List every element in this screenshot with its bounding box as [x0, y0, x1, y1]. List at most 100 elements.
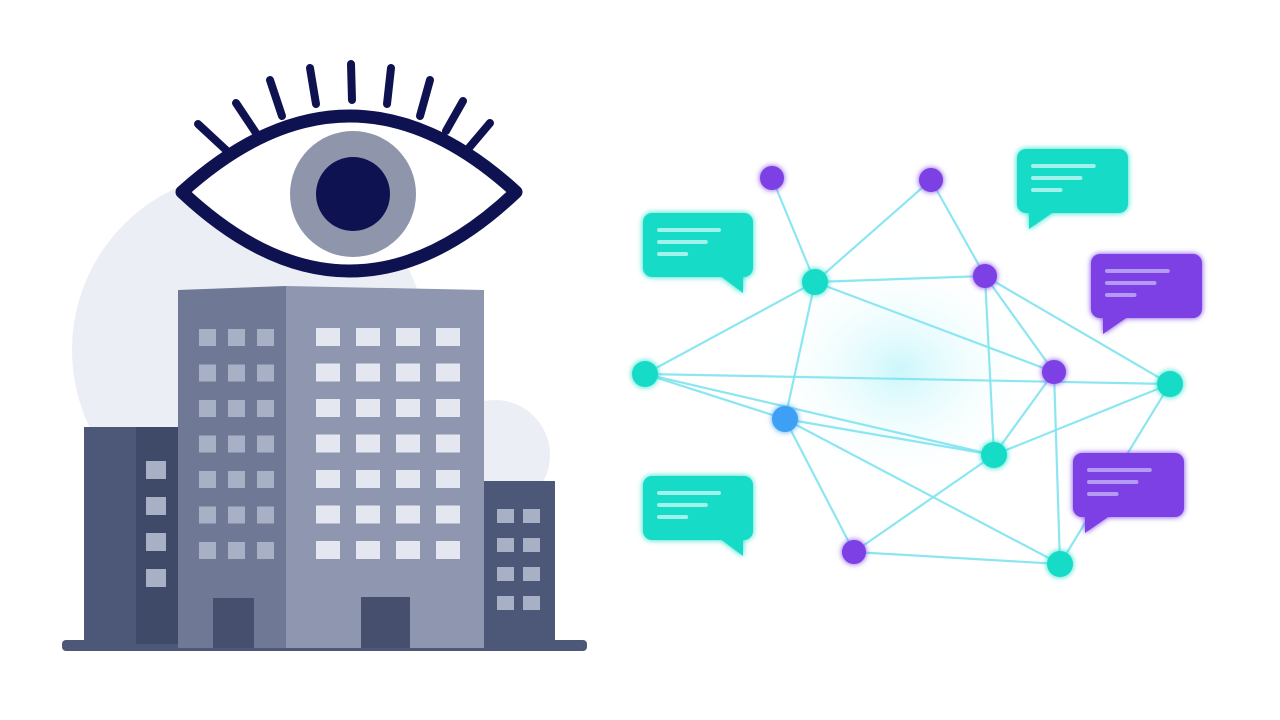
- building-window: [396, 505, 420, 524]
- building-window: [396, 470, 420, 488]
- chat-bubble-body: [1073, 453, 1184, 517]
- network-edge: [770, 177, 817, 283]
- eye-pupil: [316, 157, 390, 231]
- building-window: [199, 542, 216, 559]
- chat-bubble-tail: [1085, 515, 1111, 533]
- network-edge: [784, 417, 995, 457]
- eyelash: [266, 76, 286, 120]
- network-node: [632, 361, 658, 387]
- network-node: [1047, 551, 1073, 577]
- building-right-windows: [497, 509, 540, 610]
- chat-bubbles: [643, 149, 1202, 556]
- eyelash: [416, 76, 434, 120]
- building-window: [257, 329, 274, 346]
- chat-bubble-icon: [1017, 149, 1128, 229]
- building-window: [228, 506, 245, 524]
- building-left-windows: [146, 461, 166, 587]
- building-window: [396, 541, 420, 559]
- chat-bubble-text-line: [657, 491, 721, 495]
- chat-bubble-text-line: [1031, 176, 1083, 180]
- chat-bubble-tail: [719, 538, 743, 556]
- network-edge: [644, 372, 1171, 386]
- building-window: [199, 435, 216, 453]
- chat-bubble-text-line: [1087, 480, 1139, 484]
- chat-bubble-icon: [1091, 254, 1202, 334]
- building-window: [356, 541, 380, 559]
- building-window: [396, 328, 420, 346]
- building-window: [257, 471, 274, 488]
- building-window: [257, 435, 274, 453]
- building-window: [316, 399, 340, 417]
- network-graph-icon: [632, 166, 1183, 577]
- eyelash: [306, 64, 320, 108]
- building-window: [199, 471, 216, 488]
- building-window: [356, 399, 380, 417]
- network-node: [1042, 360, 1066, 384]
- network-node: [802, 269, 828, 295]
- chat-bubble-icon: [643, 213, 753, 293]
- building-window: [257, 400, 274, 417]
- office-building-icon: [84, 427, 180, 644]
- building-right: [484, 481, 555, 646]
- chat-bubble-body: [1091, 254, 1202, 318]
- building-window: [228, 364, 245, 382]
- chat-bubble-text-line: [657, 240, 708, 244]
- building-window: [316, 470, 340, 488]
- building-window: [436, 541, 460, 559]
- building-window: [523, 538, 540, 552]
- network-edge: [983, 275, 996, 456]
- chat-bubble-text-line: [657, 252, 689, 256]
- building-window: [228, 542, 245, 559]
- building-window: [316, 328, 340, 346]
- eyelash: [383, 64, 395, 108]
- surveillance-building-illustration: [62, 60, 587, 651]
- network-node: [981, 442, 1007, 468]
- network-edge: [784, 418, 855, 553]
- building-window: [316, 541, 340, 559]
- chat-bubble-text-line: [1087, 492, 1119, 496]
- building-window: [199, 400, 216, 417]
- network-edge: [814, 274, 986, 284]
- building-window: [523, 567, 540, 581]
- chat-bubble-text-line: [1031, 188, 1063, 192]
- eye-lashes: [194, 60, 494, 154]
- office-building-icon: [484, 481, 555, 646]
- network-edge: [993, 371, 1055, 456]
- building-window: [228, 400, 245, 417]
- network-edge: [783, 281, 817, 420]
- building-tall-side-door: [213, 598, 254, 648]
- building-window: [316, 505, 340, 524]
- building-window: [146, 533, 166, 551]
- chat-bubble-text-line: [1087, 468, 1152, 472]
- building-window: [199, 506, 216, 524]
- building-window: [436, 505, 460, 524]
- eyelash: [442, 97, 467, 135]
- building-window: [396, 363, 420, 382]
- network-edge: [853, 550, 1061, 566]
- building-window: [497, 567, 514, 581]
- chat-bubble-text-line: [1031, 164, 1096, 168]
- eyelash: [464, 119, 494, 153]
- network-edge: [993, 382, 1171, 457]
- chat-bubble-text-line: [1105, 269, 1170, 273]
- building-window: [497, 596, 514, 610]
- chat-bubble-body: [643, 213, 753, 277]
- network-edge: [814, 280, 1055, 374]
- network-edge: [930, 179, 986, 277]
- building-window: [316, 434, 340, 453]
- watching-eye-icon: [175, 60, 523, 278]
- building-window: [257, 506, 274, 524]
- network-edge: [1052, 371, 1062, 565]
- building-window: [356, 328, 380, 346]
- building-window: [523, 596, 540, 610]
- building-window: [228, 435, 245, 453]
- building-window: [396, 434, 420, 453]
- building-window: [356, 363, 380, 382]
- network-node: [919, 168, 943, 192]
- network-edges: [644, 177, 1171, 566]
- chat-bubble-tail: [719, 275, 743, 293]
- building-window: [199, 364, 216, 382]
- chat-bubble-text-line: [1105, 281, 1157, 285]
- building-tall-front-windows: [316, 328, 460, 559]
